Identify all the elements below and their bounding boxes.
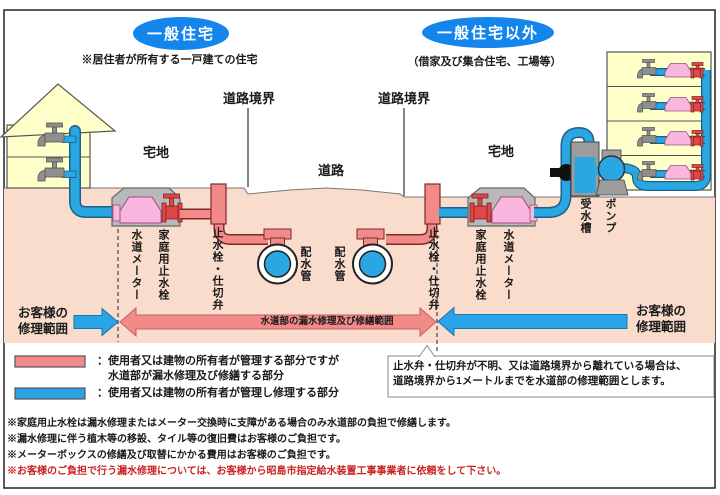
note-2: ※漏水修理に伴う植木等の移設、タイル等の復旧費はお客様のご負担です。	[7, 434, 346, 445]
callout-box	[387, 355, 715, 398]
badge-non-general-note: （借家及び集合住宅、工場等）	[407, 56, 562, 68]
home-stopcock-label-left: 家庭用止水栓	[157, 229, 169, 301]
premises-label-left: 宅地	[142, 145, 169, 160]
distribution-main-2	[352, 243, 393, 285]
distribution-main-label-2: 配水管	[333, 246, 345, 282]
receiving-tank-label: 受水槽	[579, 198, 591, 234]
meter-box-left	[111, 187, 183, 227]
customer-range-arrow-left	[73, 307, 119, 337]
house-service-pipe	[69, 125, 120, 218]
badge-general-note: ※居住者が所有する一戸建ての住宅	[81, 54, 258, 66]
sluice-valve-left	[210, 183, 227, 225]
road-label: 道路	[317, 163, 344, 178]
legend-blue-line1: ：使用者又は建物の所有者が管理し修理する部分	[97, 387, 339, 399]
legend-red-line1: ：使用者又は建物の所有者が管理する部分ですが	[97, 355, 339, 367]
water-meter-right	[491, 196, 532, 224]
customer-range-arrow-right	[437, 306, 628, 337]
meter-box-right	[467, 187, 538, 227]
customer-range-label-left: お客様の 修理範囲	[17, 306, 68, 336]
department-range-arrow	[119, 306, 437, 338]
callout-caret	[418, 344, 436, 358]
roof	[0, 83, 117, 138]
legend-swatch-blue	[14, 387, 86, 400]
receiving-tank	[570, 141, 600, 197]
riser-pipe-to-tank	[534, 126, 595, 218]
premises-label-right: 宅地	[487, 144, 514, 159]
department-range-label: 水道部の漏水修理及び修繕範囲	[260, 316, 394, 327]
sluice-valve-label-right: 止水栓・仕切弁	[427, 227, 439, 311]
home-stopcock-left	[161, 193, 183, 223]
water-meter-label-left: 水道メーター	[130, 229, 142, 301]
customer-range-label-right: お客様の 修理範囲	[635, 304, 686, 334]
badge-non-general-housing: 一般住宅以外	[422, 17, 554, 48]
road-boundary-label-right: 道路境界	[377, 91, 430, 106]
sluice-valve-right	[424, 183, 441, 225]
badge-general-housing: 一般住宅	[133, 17, 229, 50]
note-4: ※お客様のご負担で行う漏水修理については、お客様から昭島市指定給水装置工事事業者…	[7, 466, 507, 477]
road-boundary-label-left: 道路境界	[222, 91, 275, 106]
note-3: ※メーターボックスの修繕及び取替にかかる費用はお客様のご負担です。	[7, 450, 336, 461]
callout-line2: 道路境界から1メートルまでを水道部の修理範囲とします。	[393, 375, 671, 387]
pump-label: ポンプ	[604, 198, 616, 234]
supply-pipe-red-left	[180, 183, 292, 249]
note-1: ※家庭用止水栓は漏水修理またはメーター交換時に支障がある場合のみ水道部の負担で修…	[7, 418, 456, 429]
callout-line1: 止水弁・仕切弁が不明、又は道路境界から離れている場合は、	[393, 360, 687, 372]
supply-pipe-red-right	[356, 183, 441, 249]
water-meter-label-right: 水道メーター	[502, 229, 514, 301]
home-stopcock-label-right: 家庭用止水栓	[474, 229, 486, 301]
pump	[595, 149, 629, 196]
water-meter-left	[119, 196, 162, 224]
legend-red-line2: 水道部が漏水修理及び修繕する部分	[108, 370, 284, 382]
sluice-valve-label-left: 止水栓・仕切弁	[211, 227, 223, 311]
legend-swatch-red	[14, 355, 86, 368]
distribution-main-label-1: 配水管	[299, 246, 311, 282]
home-stopcock-right	[469, 193, 492, 223]
pump-discharge-pipe	[619, 70, 711, 191]
distribution-main-1	[257, 243, 298, 285]
